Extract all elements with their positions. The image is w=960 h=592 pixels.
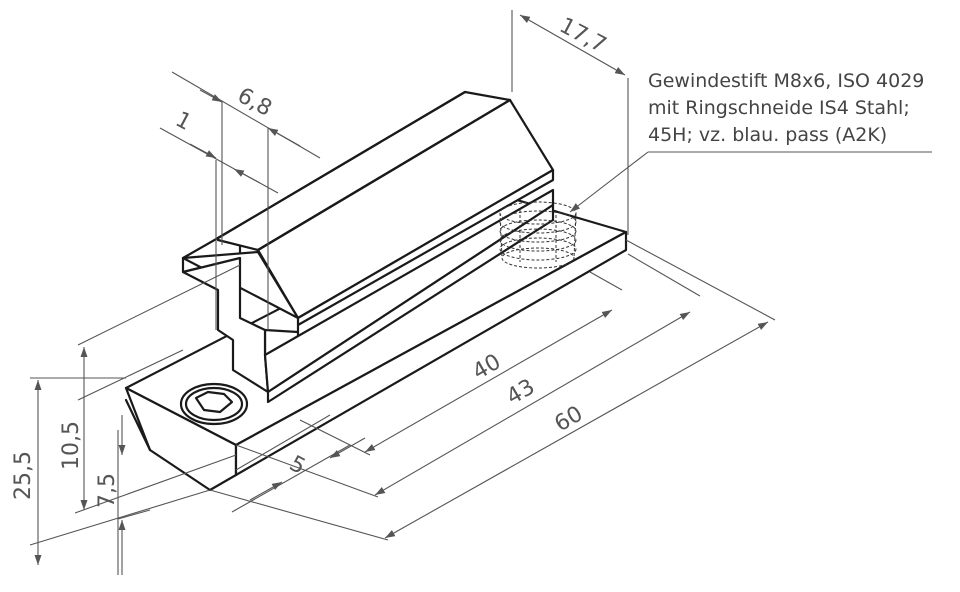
dim-1: 1 [171,107,195,136]
rail-top-edge [216,90,467,240]
socket-screw [179,382,249,426]
set-screw [499,201,577,269]
set-screw-annotation: Gewindestift M8x6, ISO 4029 mit Ringschn… [648,68,960,149]
clamp-part [124,90,628,492]
annotation-line-3: 45H; vz. blau. pass (A2K) [648,124,888,146]
dim-43: 43 [503,375,540,411]
dim-5: 5 [285,451,309,480]
annotation-line-1: Gewindestift M8x6, ISO 4029 [648,70,925,92]
dimension-lines [29,10,932,575]
base-plate-edge [124,398,152,452]
rail-ridge-edge [256,98,512,252]
rail-lower-face [266,203,555,404]
dim-6-8: 6,8 [233,83,276,122]
dim-60: 60 [551,402,588,438]
dim-10-5: 10,5 [59,421,84,470]
dim-7-5: 7,5 [95,473,120,508]
dim-40: 40 [469,350,506,386]
dim-25-5: 25,5 [11,451,36,500]
annotation-line-2: mit Ringschneide IS4 Stahl; [648,97,910,119]
dim-17-7: 17,7 [555,13,610,58]
